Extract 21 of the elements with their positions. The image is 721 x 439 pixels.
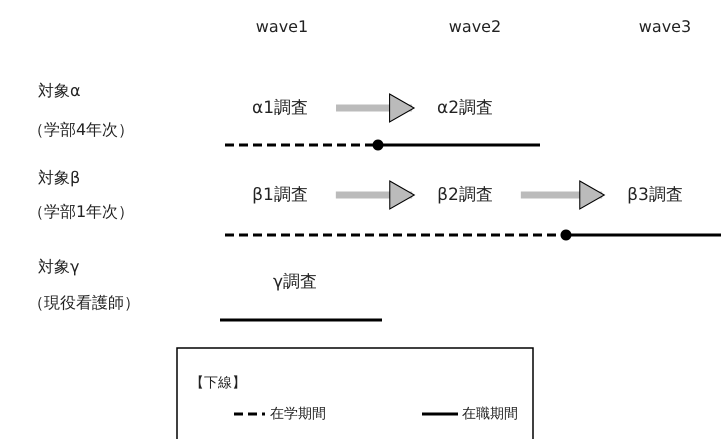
legend-text: 在職期間 bbox=[462, 405, 518, 424]
group-note: （学部4年次） bbox=[28, 120, 134, 140]
legend-heading: 【下線】 bbox=[190, 374, 246, 393]
group-note: （現役看護師） bbox=[28, 293, 140, 313]
block-arrow bbox=[520, 180, 605, 210]
group-label: 対象γ bbox=[38, 257, 80, 277]
wave-label: wave2 bbox=[448, 17, 502, 37]
survey-label: β3調査 bbox=[627, 184, 683, 206]
legend-text: 在学期間 bbox=[270, 405, 326, 424]
survey-label: α1調査 bbox=[252, 97, 308, 119]
group-label: 対象α bbox=[38, 81, 81, 101]
group-note: （学部1年次） bbox=[28, 202, 134, 222]
block-arrow bbox=[336, 93, 415, 123]
block-arrow bbox=[336, 180, 415, 210]
survey-label: β2調査 bbox=[437, 184, 493, 206]
survey-label: γ調査 bbox=[272, 271, 318, 293]
group-label: 対象β bbox=[38, 168, 80, 188]
wave-label: wave3 bbox=[638, 17, 692, 37]
survey-label: β1調査 bbox=[252, 184, 308, 206]
wave-label: wave1 bbox=[256, 17, 308, 37]
survey-label: α2調査 bbox=[436, 97, 494, 119]
